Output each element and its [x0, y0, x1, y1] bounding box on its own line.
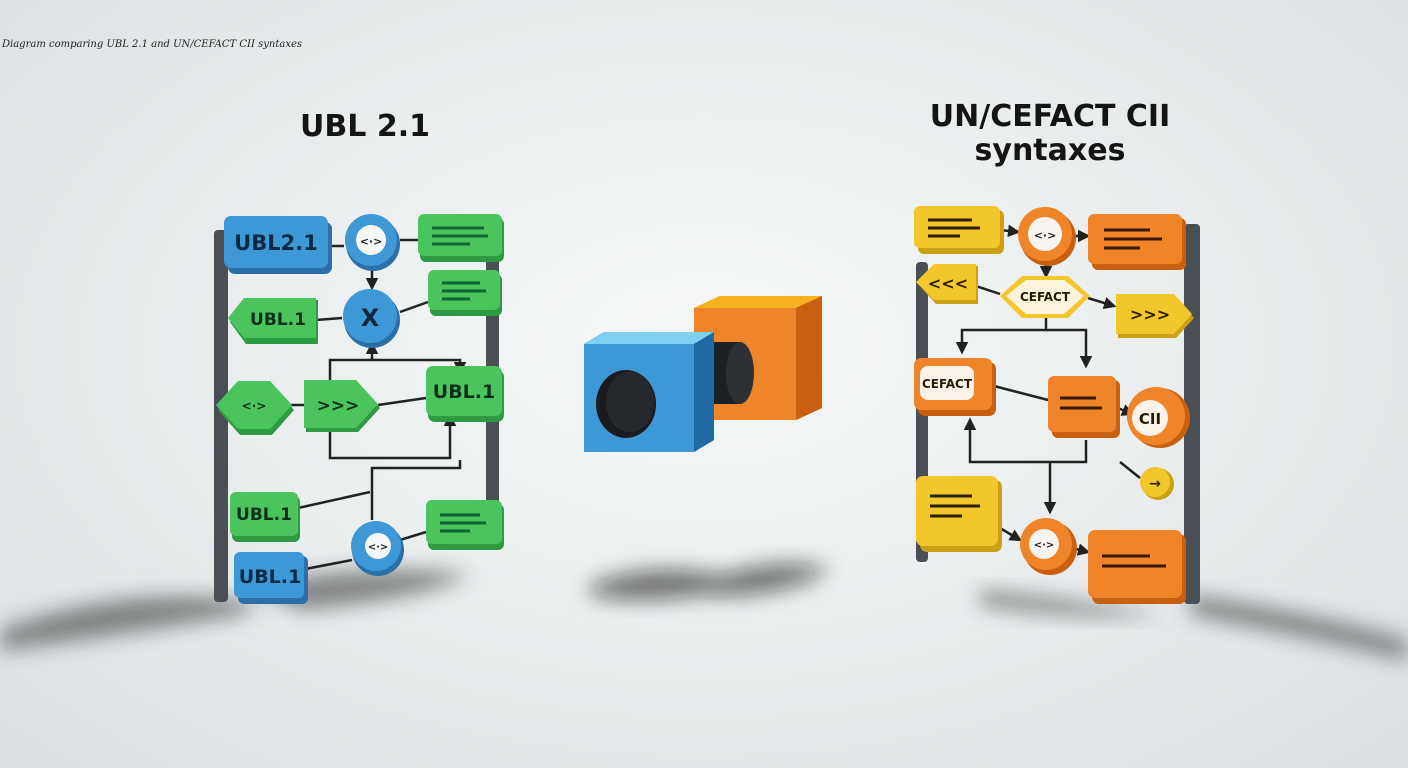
ubl21-node: UBL2.1 — [224, 216, 332, 274]
ubl-doc-node-bottom — [426, 500, 504, 550]
cii-code-circle-top: <·> — [1018, 207, 1076, 266]
cefact-diamond-node: CEFACT — [1000, 276, 1090, 318]
ubl-code-label-diamond: <·> — [242, 399, 267, 413]
ubl-x-label: X — [361, 304, 380, 332]
cii-code-label-top: <·> — [1034, 229, 1057, 242]
cii-circle-node: CII — [1127, 387, 1190, 448]
cii-code-circle-bottom: <·> — [1020, 518, 1077, 575]
ubl-code-diamond: <·> — [216, 381, 294, 435]
cefact-label-a: CEFACT — [1020, 290, 1071, 304]
ubl1-label-c: UBL.1 — [236, 505, 292, 525]
ubl-doc-node-top — [418, 214, 504, 262]
ubl-code-label-bottom: <·> — [368, 542, 389, 553]
cii-code-label-bottom: <·> — [1034, 540, 1055, 551]
cii-doc-node-bottom-right — [1088, 530, 1186, 604]
cii-doc-node-bottom — [916, 476, 1002, 552]
cii-title-line1: UN/CEFACT CII — [929, 99, 1171, 134]
cii-arrow-circle: → — [1140, 467, 1174, 500]
cii-doc-node-top — [914, 206, 1004, 254]
ubl1-node-b: UBL.1 — [426, 366, 504, 422]
ubl1-node-c: UBL.1 — [230, 492, 300, 542]
cii-connectors — [955, 224, 1141, 556]
ubl-code-circle-top: <·> — [345, 214, 400, 271]
diagram-caption: Diagram comparing UBL 2.1 and UN/CEFACT … — [2, 39, 303, 50]
ubl1-tag-a: UBL.1 — [228, 298, 318, 344]
cii-label: CII — [1139, 410, 1161, 428]
ubl-diagram-panel: UBL2.1 <·> X — [214, 214, 504, 604]
ubl-chevron-label: >>> — [317, 396, 360, 416]
cii-doc-node-middle — [1048, 376, 1120, 438]
ubl1-label-a: UBL.1 — [250, 310, 306, 330]
cii-chevron-left-label: <<< — [928, 274, 968, 293]
ubl21-label: UBL2.1 — [234, 231, 318, 255]
ubl-chevron-node: >>> — [304, 380, 380, 432]
center-connector — [584, 296, 822, 452]
cii-chevron-right-node: >>> — [1116, 294, 1194, 338]
cefact-box-node: CEFACT — [914, 358, 996, 416]
ubl-code-circle-bottom: <·> — [351, 521, 404, 576]
cii-doc-node-top-right — [1088, 214, 1186, 270]
ubl-frame-post-left — [214, 230, 228, 602]
ubl-title: UBL 2.1 — [300, 109, 430, 144]
ubl1-label-b: UBL.1 — [433, 381, 495, 403]
ubl1-label-d: UBL.1 — [239, 566, 301, 588]
ground-shadows — [0, 563, 1408, 660]
cii-chevron-right-label: >>> — [1130, 305, 1170, 324]
ubl-x-node: X — [343, 289, 400, 348]
cii-title: UN/CEFACT CII syntaxes — [900, 100, 1200, 168]
cii-arrow-label: → — [1149, 476, 1161, 492]
cii-title-line2: syntaxes — [974, 133, 1126, 168]
ubl1-node-d: UBL.1 — [234, 552, 308, 604]
ubl-doc-node-middle — [428, 270, 502, 316]
cefact-label-b: CEFACT — [922, 377, 973, 391]
ubl-code-label-top: <·> — [360, 235, 383, 248]
cii-diagram-panel: <·> <<< CEFACT >>> — [914, 206, 1200, 604]
cii-chevron-left-node: <<< — [916, 264, 978, 304]
